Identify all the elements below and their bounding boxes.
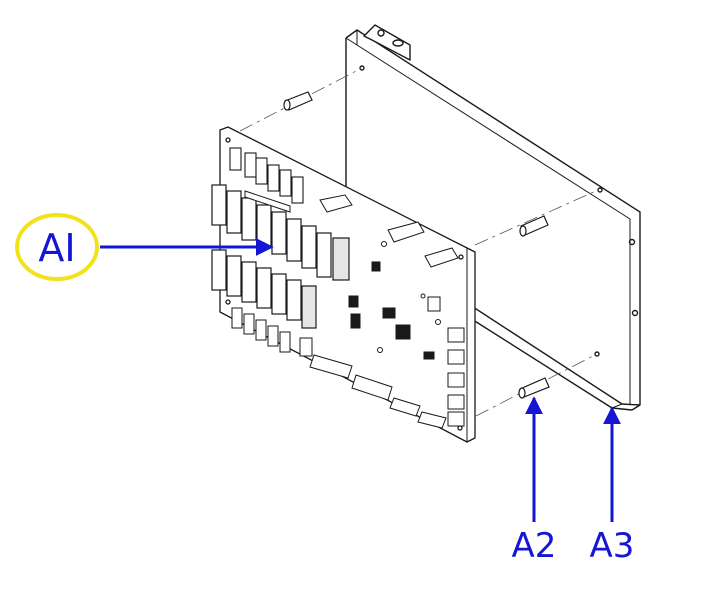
standoff-a2 [518, 377, 550, 399]
connectors-top [244, 190, 459, 268]
relay-row-small [229, 147, 304, 204]
callout-a3: A3 [590, 406, 635, 566]
relay-row-top [211, 184, 350, 281]
callout-a2-label: A2 [512, 526, 557, 566]
relay-row-bottom [211, 249, 317, 329]
callout-a2: A2 [512, 396, 557, 566]
standoff-top [283, 91, 313, 111]
callout-a1-highlight-ring [15, 213, 99, 281]
connectors-right [447, 327, 465, 427]
callout-a1: AI [15, 213, 274, 281]
callout-a1-label: AI [38, 226, 75, 270]
connectors-bottom [309, 354, 447, 429]
callout-a3-label: A3 [590, 526, 635, 566]
board-components [348, 241, 441, 360]
standoff-middle [519, 215, 549, 237]
terminal-block-left [231, 307, 313, 357]
